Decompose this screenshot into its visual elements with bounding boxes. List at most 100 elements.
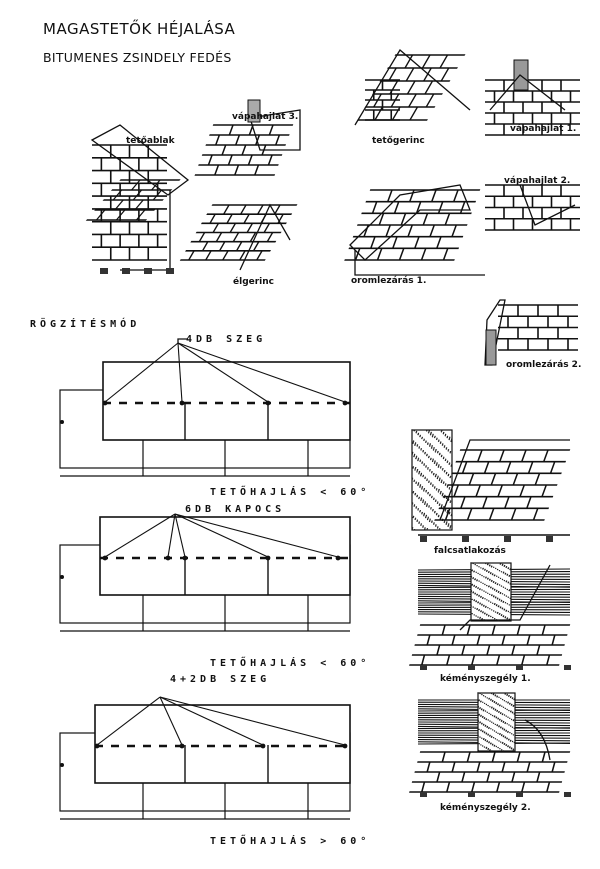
top-shingle [99, 516, 351, 596]
speckle [485, 746, 488, 749]
speckle [444, 445, 446, 447]
speckle [512, 734, 515, 736]
line [510, 508, 517, 520]
line [541, 485, 548, 497]
speckle [415, 430, 418, 433]
line [498, 450, 505, 462]
line [424, 81, 434, 94]
speckle [478, 699, 480, 701]
speckle [508, 574, 511, 577]
speckle [482, 611, 484, 613]
speckle [430, 458, 432, 461]
speckle [424, 477, 426, 480]
speckle [425, 491, 427, 493]
speckle [491, 579, 493, 582]
line [130, 180, 141, 190]
speckle [512, 704, 515, 707]
speckle [415, 481, 417, 483]
speckle [501, 705, 503, 707]
speckle [450, 514, 452, 517]
line [167, 513, 176, 558]
speckle [492, 729, 494, 731]
line [441, 625, 446, 635]
speckle [502, 586, 505, 588]
speckle [421, 513, 423, 515]
line [444, 508, 451, 520]
speckle [483, 709, 485, 711]
line [495, 782, 501, 792]
speckle [471, 613, 473, 615]
speckle [493, 701, 496, 703]
speckle [427, 493, 429, 495]
speckle [480, 595, 482, 598]
speckle [499, 733, 501, 735]
fastener [265, 400, 271, 406]
speckle [497, 583, 499, 585]
speckle [495, 731, 497, 733]
speckle [512, 697, 514, 699]
speckle [488, 585, 490, 587]
speckle [421, 486, 424, 488]
batten [564, 792, 571, 797]
speckle [496, 575, 498, 577]
speckle [471, 569, 473, 571]
speckle [415, 456, 417, 459]
speckle [504, 587, 507, 589]
speckle [476, 565, 478, 567]
speckle [490, 572, 492, 574]
speckle [422, 500, 424, 502]
speckle [482, 701, 484, 703]
speckle [423, 464, 425, 466]
block-outline [470, 562, 512, 622]
line [391, 236, 398, 249]
speckle [495, 582, 497, 584]
line [491, 752, 496, 762]
speckle [474, 563, 476, 566]
speckle [441, 430, 443, 432]
line [159, 696, 183, 746]
speckle [411, 503, 413, 505]
speckle [422, 475, 424, 478]
speckle [513, 712, 516, 714]
line [512, 473, 519, 485]
line [201, 241, 209, 251]
speckle [446, 460, 449, 462]
line [497, 485, 504, 497]
speckle [494, 715, 496, 717]
line [218, 241, 226, 251]
speckle [484, 598, 486, 600]
speckle [500, 741, 502, 743]
speckle [422, 526, 424, 528]
speckle [498, 740, 500, 742]
fastener [265, 555, 271, 561]
label-chimney-1: kéményszegély 1. [440, 674, 531, 684]
speckle [498, 584, 501, 586]
speckle [473, 614, 475, 616]
speckle [488, 697, 490, 700]
speckle [431, 460, 434, 463]
speckle [433, 497, 435, 499]
speckle [508, 738, 510, 740]
line [255, 250, 263, 260]
line [534, 473, 541, 485]
speckle [497, 597, 499, 599]
speckle [501, 719, 503, 722]
speckle [439, 493, 442, 495]
line [441, 752, 446, 762]
speckle [440, 466, 442, 468]
speckle [491, 735, 493, 738]
speckle [432, 449, 435, 451]
speckle [501, 749, 503, 751]
speckle [490, 586, 492, 588]
speckle [487, 704, 489, 707]
speckle [481, 603, 483, 605]
speckle [426, 529, 428, 531]
speckle [419, 434, 421, 437]
batten [546, 536, 553, 542]
speckle [424, 528, 426, 530]
speckle [424, 527, 426, 529]
line [495, 655, 501, 665]
speckle [435, 489, 438, 491]
speckle [423, 439, 425, 442]
speckle [503, 571, 505, 573]
